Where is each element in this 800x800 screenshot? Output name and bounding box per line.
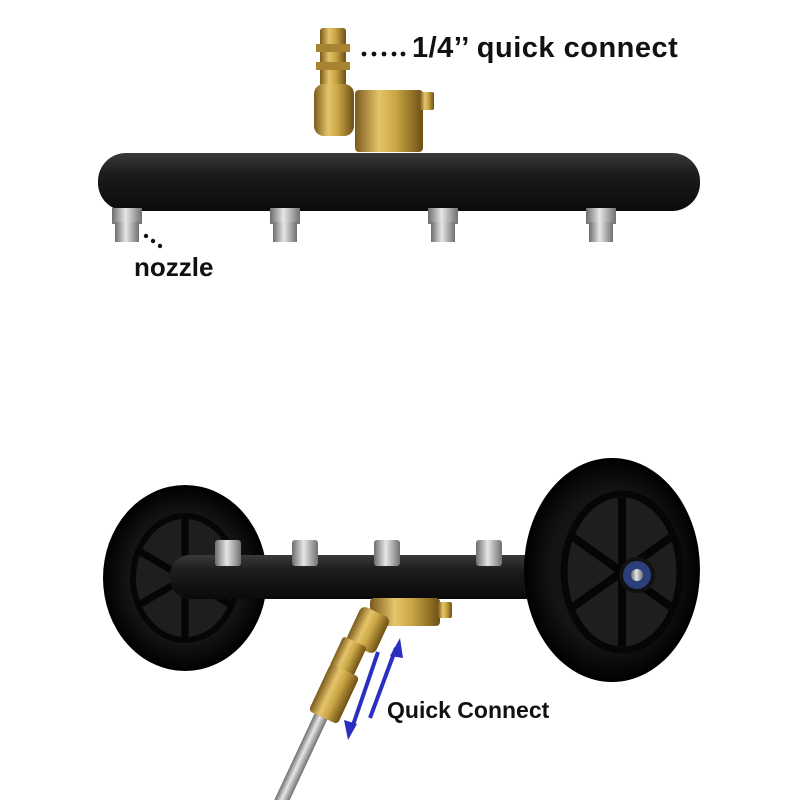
quick-connect-label: 1/4’’ quick connect [412,32,679,64]
nozzle-1 [112,208,142,242]
bottom-nozzle-3 [374,540,400,566]
connect-arrows [344,638,403,740]
nozzle-label: nozzle [134,252,214,282]
nozzle-4 [586,208,616,242]
quick-connect-bottom-label: Quick Connect [387,697,550,723]
bottom-spray-bar [170,555,575,599]
top-leader-dots [361,51,406,57]
nozzle-3 [428,208,458,242]
bottom-nozzle-4 [476,540,502,566]
top-spray-bar [98,153,700,211]
nozzle-2 [270,208,300,242]
bottom-nozzles [215,540,502,566]
top-assembly [98,28,700,249]
nozzle-leader-dots [143,233,163,249]
bottom-assembly [103,458,700,800]
bottom-quick-connect-fitting [330,598,452,677]
right-wheel [524,458,700,682]
top-quick-connect-fitting [314,28,434,152]
bottom-nozzle-1 [215,540,241,566]
bottom-nozzle-2 [292,540,318,566]
wand-with-coupler [274,664,359,800]
top-nozzles [112,208,616,242]
